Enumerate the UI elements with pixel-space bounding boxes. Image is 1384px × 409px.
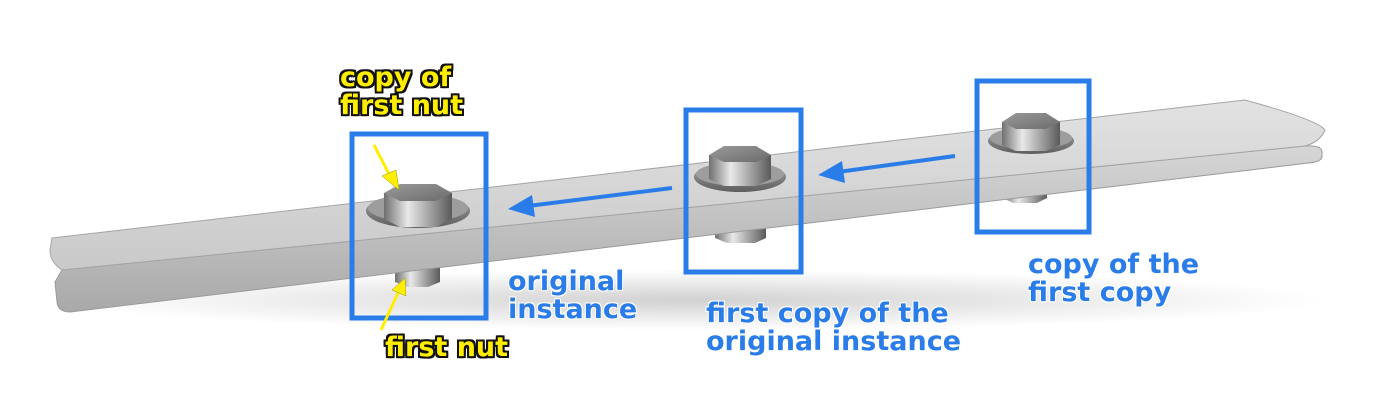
label-copy-of-first-copy: copy of the first copy xyxy=(1028,249,1200,309)
copy-of-first-nut xyxy=(366,184,470,228)
floor-shadow xyxy=(50,270,1330,330)
label-line: first copy of the xyxy=(706,298,949,329)
copy-of-first-copy-nut xyxy=(988,113,1074,154)
yellow-arrow-first-nut-icon xyxy=(379,277,407,331)
highlight-box-original xyxy=(349,131,489,321)
highlight-box-copy-of-first-copy xyxy=(974,78,1092,235)
blue-arrow-to-first-copy-icon xyxy=(818,154,956,183)
label-line: first nut xyxy=(340,90,464,122)
label-line: first copy xyxy=(1028,277,1172,309)
label-line: copy of xyxy=(340,62,452,93)
label-line: original instance xyxy=(706,326,962,358)
label-first-nut: first nut xyxy=(385,332,509,363)
label-first-copy-of-original: first copy of the original instance xyxy=(706,298,962,358)
label-line: instance xyxy=(508,294,638,326)
first-copy-nut xyxy=(694,146,786,192)
yellow-arrow-copy-of-first-nut-icon xyxy=(372,144,400,191)
blue-arrow-to-original-icon xyxy=(508,186,673,217)
label-line: copy of the xyxy=(1028,249,1200,280)
highlight-box-first-copy xyxy=(683,107,804,275)
label-original-instance: original instance xyxy=(508,266,638,326)
label-copy-of-first-nut: copy of first nut xyxy=(340,62,464,122)
label-line: original xyxy=(508,266,625,297)
